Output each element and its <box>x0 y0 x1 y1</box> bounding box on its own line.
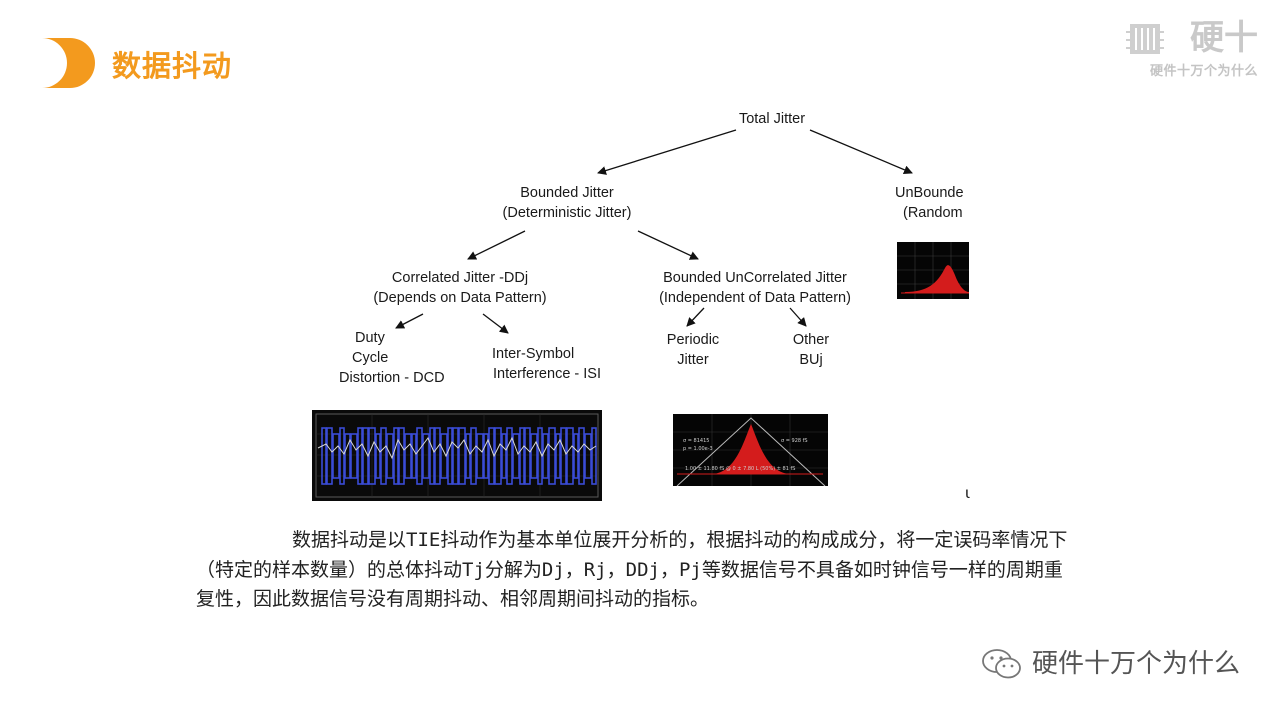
waveform-pulse <box>542 433 549 479</box>
waveform-pulse <box>416 427 423 485</box>
waveform-pulse <box>548 427 556 485</box>
waveform-pulse <box>326 427 333 485</box>
waveform-pulse <box>440 433 448 479</box>
waveform-pulse <box>465 433 471 479</box>
waveform-pulse <box>350 433 358 479</box>
node-bounded-jitter: Bounded Jitter (Deterministic Jitter) <box>487 183 647 223</box>
node-other-buj: Other BUj <box>776 330 846 370</box>
stray-mark: ι <box>965 484 971 502</box>
node-unbounded-line2: (Random <box>903 205 963 221</box>
node-other-line2: BUj <box>799 352 823 368</box>
scope-periodic-jitter-histogram: σ = 81415 p = 1.00e-3 σ = 928 fS 1.00 ± … <box>673 414 828 486</box>
footer-watermark-text: 硬件十万个为什么 <box>1031 649 1240 679</box>
waveform-pulse <box>404 433 412 479</box>
waveform-pulse <box>494 427 502 485</box>
node-isi: Inter-Symbol Interference - ISI <box>488 344 618 384</box>
waveform-pulse <box>447 427 453 485</box>
node-total-jitter-label: Total Jitter <box>738 111 806 127</box>
waveform-pulse <box>368 427 376 485</box>
logo-mark <box>42 38 95 88</box>
waveform-pulse <box>501 433 507 479</box>
waveform-pulse <box>344 433 351 479</box>
node-bounded-line2: (Deterministic Jitter) <box>502 205 632 221</box>
waveform-pulse <box>566 427 574 485</box>
gauss-text-4: 1.00 ± 11.80 fS @ 0 ± 7.80 L (50%) ± 81 … <box>685 466 795 472</box>
node-dcd-line1: Duty <box>355 330 385 346</box>
waveform-pulse <box>555 433 561 479</box>
chip-icon <box>1126 24 1164 54</box>
waveform-pulse <box>422 433 430 479</box>
waveform-pulse <box>398 427 405 485</box>
arrow-total-bounded <box>597 129 737 175</box>
arrow-correlated-dcd <box>395 313 424 329</box>
waveform-pulse <box>375 433 381 479</box>
waveform-pulse <box>470 427 477 485</box>
waveform-pulse <box>380 427 387 485</box>
waveform-pulse <box>357 427 363 485</box>
waveform-pulse <box>584 433 592 479</box>
scope-data-dependent-waveform <box>312 410 602 501</box>
footer-watermark: 硬件十万个为什么 <box>980 644 1240 684</box>
gauss-text-1: σ = 81415 <box>683 438 709 444</box>
gauss-text-3: σ = 928 fS <box>781 438 808 444</box>
node-unbounded-jitter: UnBounde (Random <box>895 183 968 223</box>
arrow-uncorrelated-periodic <box>686 307 705 327</box>
scope-random-jitter-histogram <box>897 242 969 299</box>
arrow-total-unbounded <box>809 129 913 175</box>
node-other-line1: Other <box>792 332 830 348</box>
waveform-pulse <box>591 427 597 485</box>
node-unbounded-line1: UnBounde <box>895 185 964 201</box>
waveform-pulse <box>506 427 513 485</box>
node-isi-line1: Inter-Symbol <box>492 346 575 362</box>
gauss-text-2: p = 1.00e-3 <box>683 446 713 452</box>
waveform-pulse <box>476 433 484 479</box>
waveform-pulse <box>393 427 399 485</box>
slide-title: 数据抖动 <box>112 49 233 83</box>
node-uncorrelated-line1: Bounded UnCorrelated Jitter <box>663 270 847 286</box>
waveform-pulse <box>411 433 417 479</box>
waveform-pulse <box>332 433 340 479</box>
arrow-correlated-isi <box>482 313 509 334</box>
node-uncorrelated-jitter: Bounded UnCorrelated Jitter (Independent… <box>643 268 867 308</box>
node-dcd-line3: Distortion - DCD <box>339 370 445 386</box>
waveform-pulse <box>524 427 531 485</box>
node-correlated-jitter: Correlated Jitter -DDj (Depends on Data … <box>360 268 560 308</box>
waveform-pulse <box>560 427 567 485</box>
waveform-pulse <box>339 427 345 485</box>
node-correlated-line1: Correlated Jitter -DDj <box>391 270 529 286</box>
waveform-pulse <box>573 433 579 479</box>
waveform-pulse <box>578 427 585 485</box>
waveform-pulse <box>429 427 435 485</box>
waveform-bars <box>321 427 597 485</box>
node-total-jitter: Total Jitter <box>712 109 832 129</box>
brand-main-text: 硬十 <box>1190 18 1258 58</box>
wechat-icon <box>982 649 1021 679</box>
arrow-bounded-correlated <box>467 230 526 260</box>
waveform-pulse <box>452 427 459 485</box>
waveform-pulse <box>512 433 520 479</box>
tie-trace <box>317 436 597 460</box>
waveform-pulse <box>321 427 327 485</box>
waveform-pulse <box>483 433 489 479</box>
body-paragraph: 数据抖动是以TIE抖动作为基本单位展开分析的，根据抖动的构成成分，将一定误码率情… <box>196 529 1068 610</box>
arrow-bounded-uncorrelated <box>637 230 699 260</box>
waveform-pulse <box>458 427 466 485</box>
node-bounded-line1: Bounded Jitter <box>520 185 614 201</box>
node-uncorrelated-line2: (Independent of Data Pattern) <box>659 290 851 306</box>
node-correlated-line2: (Depends on Data Pattern) <box>373 290 547 306</box>
waveform-pulse <box>519 427 525 485</box>
brand-sub-text: 硬件十万个为什么 <box>1149 64 1258 79</box>
node-periodic-line1: Periodic <box>666 332 720 348</box>
node-periodic-jitter: Periodic Jitter <box>652 330 734 370</box>
arrow-uncorrelated-other <box>789 307 807 327</box>
waveform-pulse <box>434 427 441 485</box>
node-dcd: Duty Cycle Distortion - DCD <box>330 328 462 388</box>
node-periodic-line2: Jitter <box>677 352 709 368</box>
waveform-pulse <box>530 433 538 479</box>
brand-watermark: 硬十 硬件十万个为什么 <box>1126 18 1258 84</box>
node-isi-line2: Interference - ISI <box>493 366 601 382</box>
node-dcd-line2: Cycle <box>352 350 389 366</box>
